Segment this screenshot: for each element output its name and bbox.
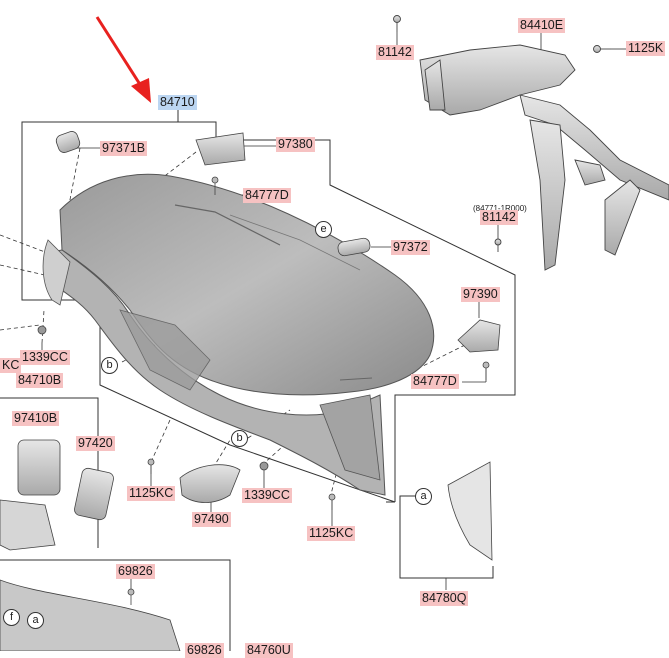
label-69826-a[interactable]: 69826 — [116, 564, 155, 579]
label-84777d-top[interactable]: 84777D — [243, 188, 291, 203]
label-84710b[interactable]: 84710B — [16, 373, 63, 388]
label-1125kc-mid[interactable]: 1125KC — [127, 486, 175, 501]
label-97490[interactable]: 97490 — [192, 512, 231, 527]
label-97410b[interactable]: 97410B — [12, 411, 59, 426]
label-81142-mid[interactable]: 81142 — [480, 210, 518, 225]
callout-a-right[interactable]: a — [415, 488, 432, 505]
callout-b-upper[interactable]: b — [101, 357, 118, 374]
label-1125k-top[interactable]: 1125K — [626, 41, 665, 56]
label-1339cc-left[interactable]: 1339CC — [20, 350, 70, 365]
pointer-arrow — [97, 17, 151, 103]
label-81142-top[interactable]: 81142 — [376, 45, 414, 60]
label-84777d-right[interactable]: 84777D — [411, 374, 459, 389]
label-84410e[interactable]: 84410E — [518, 18, 565, 33]
label-97371b[interactable]: 97371B — [100, 141, 147, 156]
callout-e[interactable]: e — [315, 221, 332, 238]
label-97390[interactable]: 97390 — [461, 287, 500, 302]
label-main-part-84710[interactable]: 84710 — [158, 95, 197, 110]
callout-b-lower[interactable]: b — [231, 430, 248, 447]
callout-f[interactable]: f — [3, 609, 20, 626]
label-84780q[interactable]: 84780Q — [420, 591, 468, 606]
label-1339cc-mid[interactable]: 1339CC — [242, 488, 292, 503]
label-97380[interactable]: 97380 — [276, 137, 315, 152]
label-kc-fragment[interactable]: KC — [0, 358, 21, 373]
label-97372[interactable]: 97372 — [391, 240, 430, 255]
label-1125kc-low[interactable]: 1125KC — [307, 526, 355, 541]
callout-a-left[interactable]: a — [27, 612, 44, 629]
label-97420[interactable]: 97420 — [76, 436, 115, 451]
